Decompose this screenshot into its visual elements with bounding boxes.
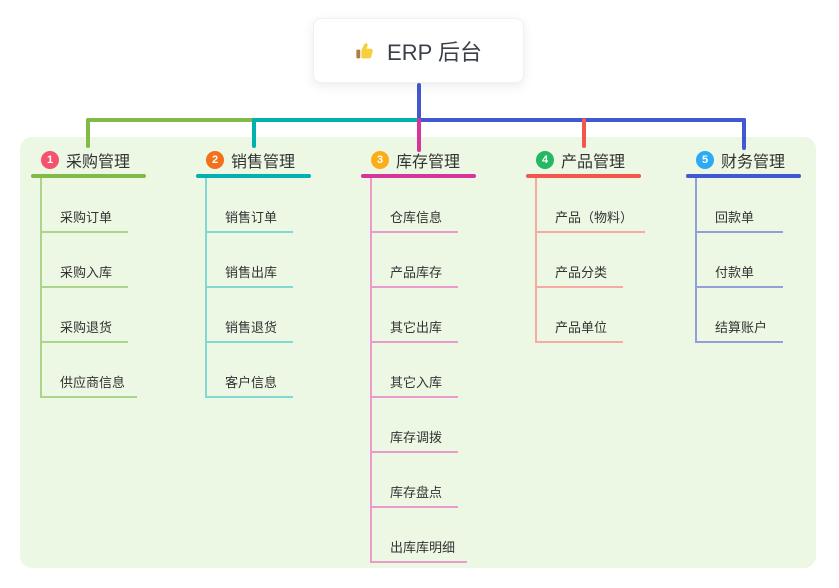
root-trunk-line: [417, 83, 421, 120]
branch-number-badge: 3: [371, 150, 389, 169]
branch-label: 产品管理: [561, 153, 626, 171]
child-node[interactable]: 库存调拨: [372, 398, 458, 453]
branch-node[interactable]: 3 库存管理: [361, 145, 521, 174]
child-node[interactable]: 产品库存: [372, 233, 458, 288]
branch-drop-line: [742, 118, 746, 150]
child-node[interactable]: 出库库明细: [372, 508, 468, 563]
branch-number-badge: 5: [696, 150, 714, 169]
connector-bus-left: [86, 118, 255, 122]
branch-number-badge: 2: [206, 150, 224, 169]
child-node[interactable]: 产品分类: [537, 233, 623, 288]
branch-underline: [196, 174, 311, 178]
branch-label: 财务管理: [721, 153, 786, 171]
branch-underline: [526, 174, 641, 178]
branch-underline: [686, 174, 801, 178]
branch-column-5: 5 财务管理回款单付款单结算账户: [686, 145, 839, 343]
child-node[interactable]: 客户信息: [207, 343, 293, 398]
child-node[interactable]: 付款单: [697, 233, 783, 288]
root-node-label: ERP 后台: [387, 39, 482, 65]
child-node[interactable]: 采购退货: [42, 288, 128, 343]
branch-column-4: 4 产品管理产品（物料）产品分类产品单位: [526, 145, 686, 343]
connector-bus-mid: [252, 118, 419, 122]
child-node[interactable]: 采购订单: [42, 178, 128, 233]
branch-number-badge: 1: [41, 150, 59, 169]
branches-background-panel: [20, 137, 816, 568]
branch-children: 仓库信息产品库存其它出库其它入库库存调拨库存盘点出库库明细: [370, 178, 521, 563]
branch-number-badge: 4: [536, 150, 554, 169]
branch-drop-line: [86, 118, 90, 148]
child-node[interactable]: 其它出库: [372, 288, 458, 343]
branch-column-3: 3 库存管理仓库信息产品库存其它出库其它入库库存调拨库存盘点出库库明细: [361, 145, 521, 563]
branch-drop-line: [582, 118, 586, 148]
branch-drop-line: [417, 118, 421, 152]
child-node[interactable]: 采购入库: [42, 233, 128, 288]
branch-column-1: 1 采购管理采购订单采购入库采购退货供应商信息: [31, 145, 191, 398]
branch-node[interactable]: 5 财务管理: [686, 145, 839, 174]
child-node[interactable]: 销售订单: [207, 178, 293, 233]
child-node[interactable]: 供应商信息: [42, 343, 138, 398]
branch-column-2: 2 销售管理销售订单销售出库销售退货客户信息: [196, 145, 356, 398]
thumbs-up-icon: [355, 40, 377, 62]
branch-label: 库存管理: [396, 153, 461, 171]
branch-underline: [361, 174, 476, 178]
child-node[interactable]: 回款单: [697, 178, 783, 233]
branch-underline: [31, 174, 146, 178]
branch-node[interactable]: 2 销售管理: [196, 145, 356, 174]
branch-label: 销售管理: [231, 153, 296, 171]
child-node[interactable]: 销售退货: [207, 288, 293, 343]
child-node[interactable]: 销售出库: [207, 233, 293, 288]
child-node[interactable]: 库存盘点: [372, 453, 458, 508]
child-node[interactable]: 其它入库: [372, 343, 458, 398]
branch-children: 采购订单采购入库采购退货供应商信息: [40, 178, 191, 398]
child-node[interactable]: 仓库信息: [372, 178, 458, 233]
child-node[interactable]: 产品（物料）: [537, 178, 646, 233]
branch-children: 销售订单销售出库销售退货客户信息: [205, 178, 356, 398]
branch-drop-line: [252, 118, 256, 148]
branch-label: 采购管理: [66, 153, 131, 171]
branch-node[interactable]: 4 产品管理: [526, 145, 686, 174]
child-node[interactable]: 结算账户: [697, 288, 783, 343]
child-node[interactable]: 产品单位: [537, 288, 623, 343]
branch-children: 产品（物料）产品分类产品单位: [535, 178, 686, 343]
connector-bus-right: [417, 118, 746, 122]
branch-children: 回款单付款单结算账户: [695, 178, 839, 343]
branch-node[interactable]: 1 采购管理: [31, 145, 191, 174]
root-node[interactable]: ERP 后台: [313, 18, 524, 83]
